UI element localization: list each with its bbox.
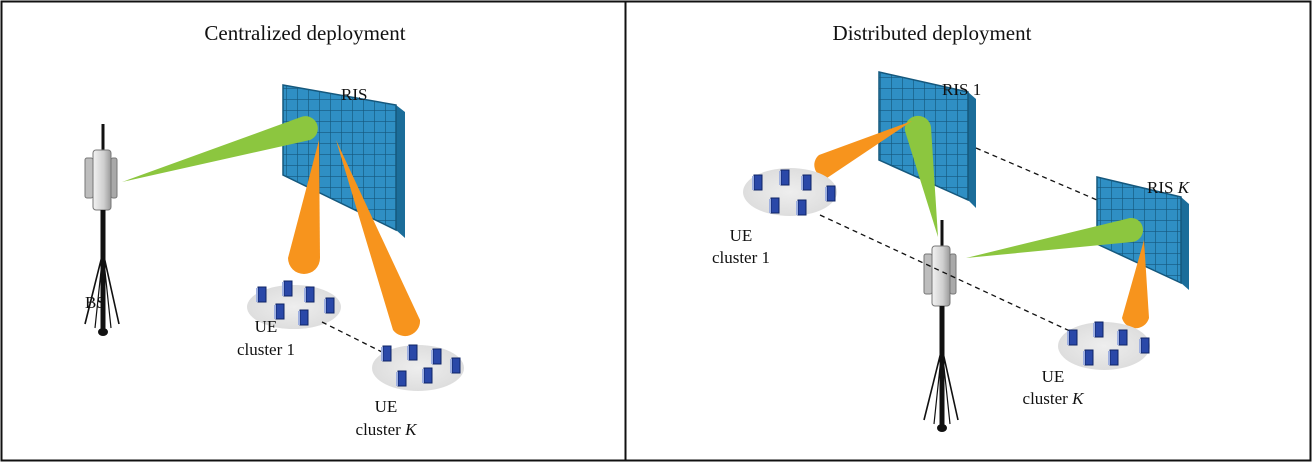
bs-label: BS (85, 293, 106, 312)
panel-distributed-frame (624, 0, 1312, 462)
orange-beam-ris-to-cluster1 (288, 140, 320, 274)
ue-cluster-k-distributed (1058, 321, 1150, 370)
ris-label: RIS (341, 85, 367, 104)
orange-beam-ris1-to-cluster1 (814, 121, 912, 178)
green-beam-bs-to-ris (122, 116, 318, 182)
clusterK-label-line2-distributed: cluster K (1023, 389, 1086, 408)
ris-1-label: RIS 1 (942, 80, 981, 99)
ue-cluster-k-centralized (372, 344, 464, 391)
cluster-dashed-link (321, 321, 383, 353)
cluster1-label-line2: cluster 1 (237, 340, 295, 359)
ris-dashed-link (975, 147, 1098, 201)
ris-k-label: RIS K (1147, 178, 1191, 197)
clusterK-label-line2: cluster K (356, 420, 419, 439)
clusterK-label-line1-distributed: UE (1042, 367, 1065, 386)
ue-cluster-1-distributed (743, 168, 837, 216)
cluster1-label-line1-distributed: UE (730, 226, 753, 245)
centralized-title: Centralized deployment (204, 21, 405, 45)
ue-cluster-1-centralized (247, 280, 341, 329)
green-beam-bs-to-ris1 (904, 115, 938, 237)
clusterK-label-line1: UE (375, 397, 398, 416)
base-station-distributed (924, 220, 958, 432)
green-beam-bs-to-risK (966, 217, 1144, 258)
orange-beam-risK-to-clusterK (1122, 240, 1149, 329)
cluster1-label-line1: UE (255, 317, 278, 336)
cluster1-label-line2-distributed: cluster 1 (712, 248, 770, 267)
orange-beam-ris-to-clusterK (336, 140, 421, 337)
distributed-title: Distributed deployment (833, 21, 1032, 45)
cluster-dashed-link-distributed (819, 214, 1073, 333)
